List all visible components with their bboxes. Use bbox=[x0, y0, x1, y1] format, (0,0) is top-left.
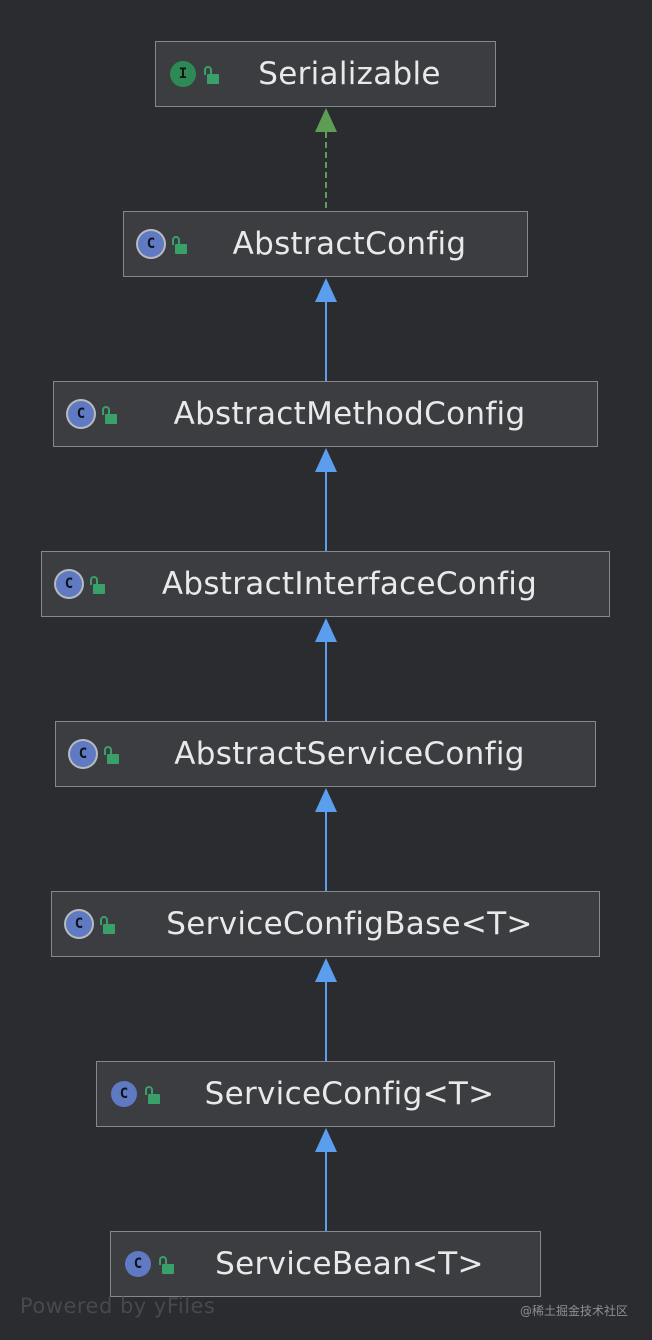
extends-arrowhead bbox=[315, 618, 337, 642]
public-lock-icon bbox=[172, 236, 187, 254]
class-icon: C bbox=[125, 1251, 151, 1277]
public-lock-icon bbox=[204, 66, 219, 84]
class-node[interactable]: C AbstractMethodConfig bbox=[53, 381, 598, 447]
interface-icon: I bbox=[170, 61, 196, 87]
class-name-label: AbstractInterfaceConfig bbox=[161, 566, 538, 602]
class-name-label: ServiceConfig<T> bbox=[204, 1076, 495, 1112]
public-lock-icon bbox=[100, 916, 115, 934]
public-lock-icon bbox=[104, 746, 119, 764]
class-name-label: AbstractConfig bbox=[232, 226, 467, 262]
node-icons: C bbox=[56, 571, 105, 597]
class-node[interactable]: C AbstractInterfaceConfig bbox=[41, 551, 610, 617]
class-node[interactable]: C AbstractConfig bbox=[123, 211, 528, 277]
node-icons: C bbox=[138, 231, 187, 257]
abstract-class-icon: C bbox=[66, 911, 92, 937]
implements-arrowhead bbox=[315, 108, 337, 132]
class-node[interactable]: C ServiceConfigBase<T> bbox=[51, 891, 600, 957]
node-icons: C bbox=[111, 1081, 160, 1107]
abstract-class-icon: C bbox=[70, 741, 96, 767]
class-node[interactable]: C ServiceConfig<T> bbox=[96, 1061, 555, 1127]
powered-by-label: Powered by yFiles bbox=[20, 1294, 216, 1318]
public-lock-icon bbox=[90, 576, 105, 594]
node-icons: C bbox=[125, 1251, 174, 1277]
class-name-label: ServiceConfigBase<T> bbox=[166, 906, 533, 942]
class-node[interactable]: C AbstractServiceConfig bbox=[55, 721, 596, 787]
node-icons: C bbox=[70, 741, 119, 767]
node-icons: I bbox=[170, 61, 219, 87]
class-icon: C bbox=[111, 1081, 137, 1107]
class-node[interactable]: C ServiceBean<T> bbox=[110, 1231, 541, 1297]
class-name-label: Serializable bbox=[258, 56, 441, 92]
class-name-label: AbstractMethodConfig bbox=[173, 396, 526, 432]
node-icons: C bbox=[68, 401, 117, 427]
extends-arrowhead bbox=[315, 958, 337, 982]
node-icons: C bbox=[66, 911, 115, 937]
watermark-label: @稀土掘金技术社区 bbox=[519, 1304, 628, 1318]
abstract-class-icon: C bbox=[56, 571, 82, 597]
extends-arrowhead bbox=[315, 278, 337, 302]
extends-arrowhead bbox=[315, 788, 337, 812]
class-name-label: ServiceBean<T> bbox=[215, 1246, 484, 1282]
class-node[interactable]: I Serializable bbox=[155, 41, 496, 107]
abstract-class-icon: C bbox=[68, 401, 94, 427]
public-lock-icon bbox=[102, 406, 117, 424]
public-lock-icon bbox=[145, 1086, 160, 1104]
extends-arrowhead bbox=[315, 1128, 337, 1152]
class-name-label: AbstractServiceConfig bbox=[174, 736, 525, 772]
extends-arrowhead bbox=[315, 448, 337, 472]
public-lock-icon bbox=[159, 1256, 174, 1274]
abstract-class-icon: C bbox=[138, 231, 164, 257]
